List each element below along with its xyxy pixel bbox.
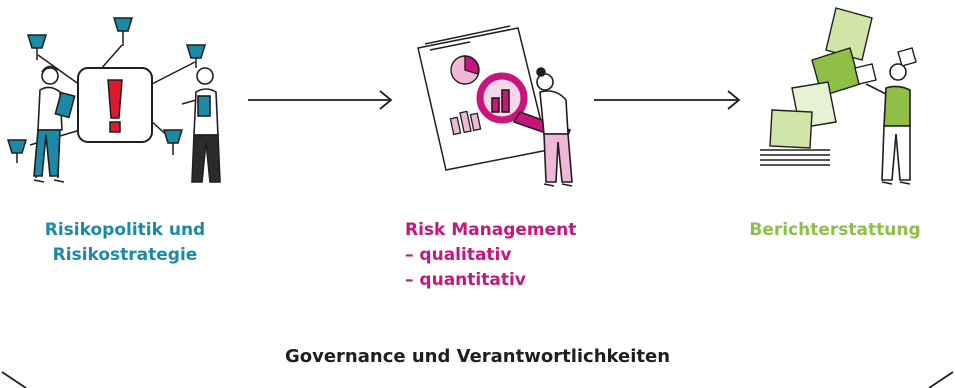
step-1-line-1: Risikopolitik und [44, 220, 206, 240]
risk-policy-illustration [6, 17, 221, 183]
analyst-person [536, 67, 573, 187]
step-label-reporting: Berichterstattung [740, 218, 930, 243]
step-label-risk-policy: Risikopolitik und Risikostrategie [40, 218, 210, 268]
pin-icon [6, 17, 207, 163]
flying-papers [769, 7, 917, 149]
step-3-line-1: Berichterstattung [749, 220, 921, 240]
step-2-line-1: Risk Management [405, 220, 577, 240]
reporter-person [865, 63, 911, 185]
risk-management-illustration [417, 25, 573, 187]
step-2-line-2: – qualitativ [405, 245, 512, 265]
magnifier-icon [476, 72, 572, 142]
exclamation-icon [107, 79, 123, 133]
arrow-1 [248, 90, 393, 110]
step-2-line-3: – quantitativ [405, 270, 526, 290]
bar-chart-icon [449, 110, 482, 136]
step-1-line-2: Risikostrategie [52, 245, 198, 265]
governance-frame [1, 371, 954, 388]
pie-chart-icon [450, 55, 480, 85]
person-right [181, 67, 221, 183]
step-label-risk-management: Risk Management – qualitativ – quantitat… [405, 218, 605, 293]
paper-stack [760, 149, 830, 166]
governance-title: Governance und Verantwortlichkeiten [284, 346, 671, 367]
person-left [33, 65, 76, 183]
arrow-2 [594, 90, 741, 110]
reporting-illustration [760, 7, 917, 185]
